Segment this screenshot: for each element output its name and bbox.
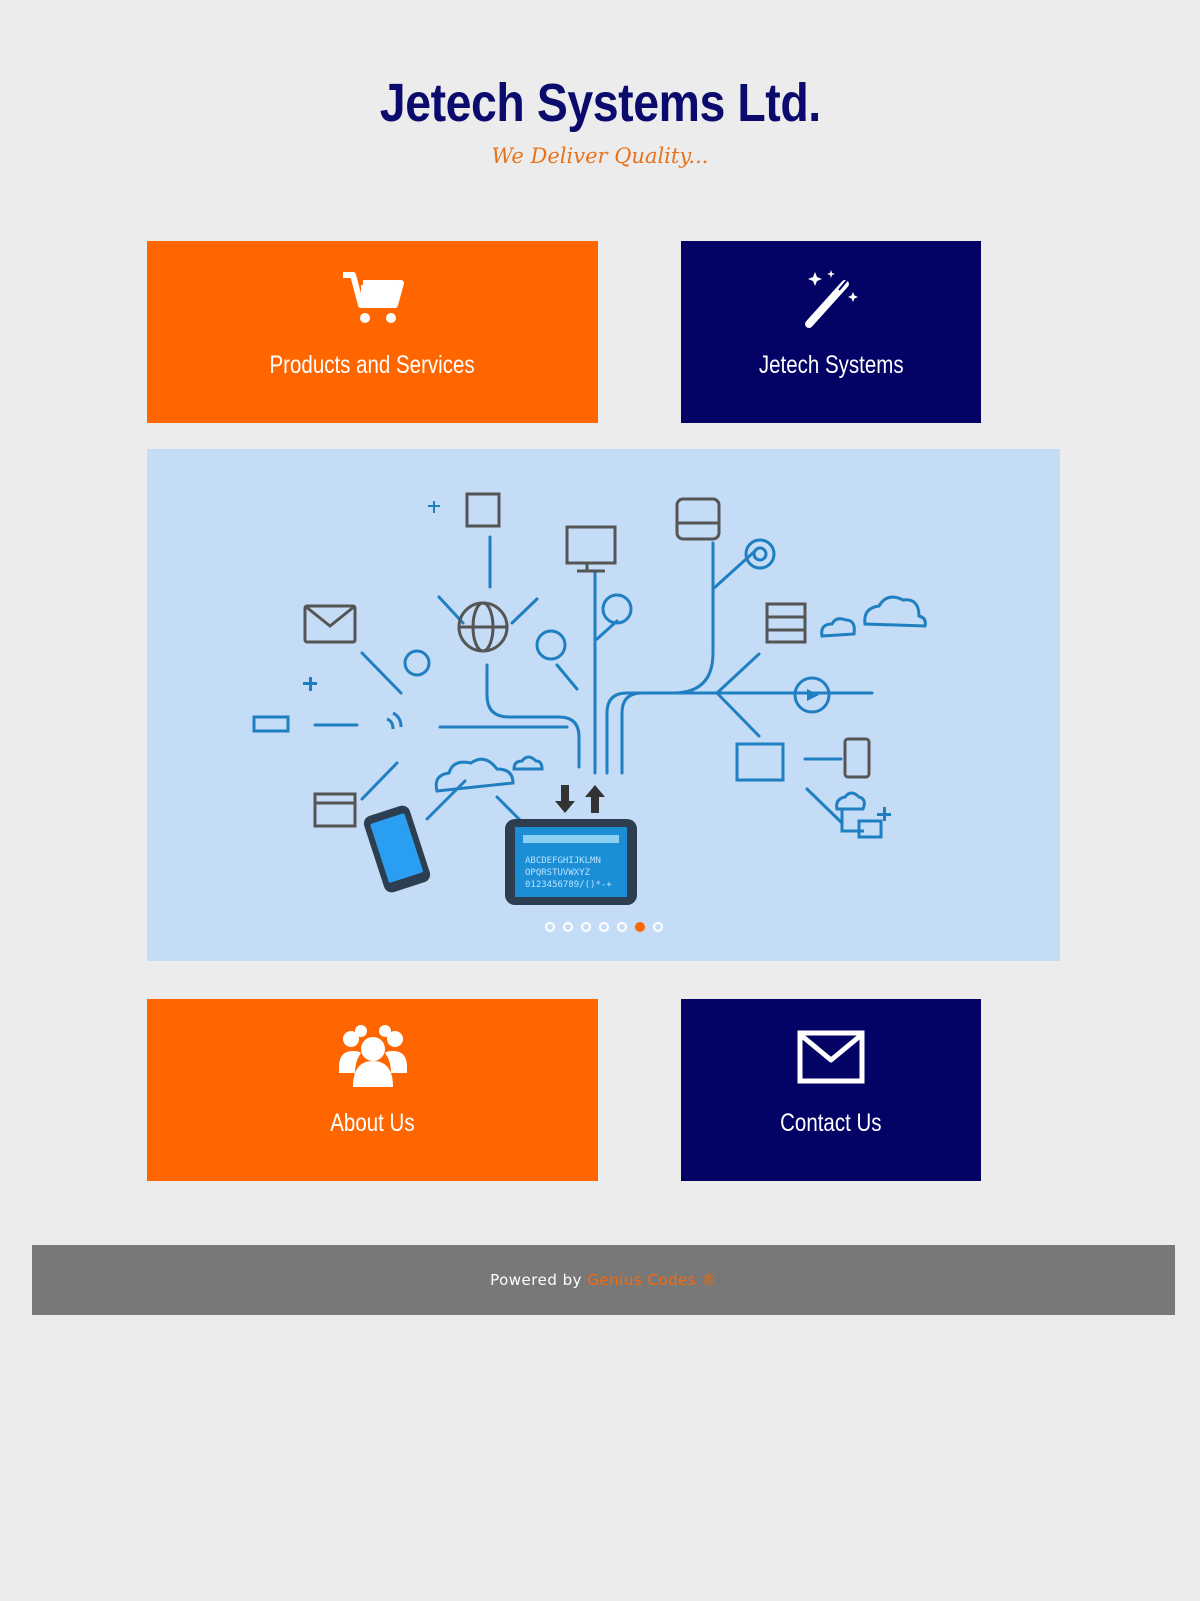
slider-dot[interactable]	[616, 922, 627, 932]
tile-label: Jetech Systems	[758, 351, 904, 379]
slider-pagination	[147, 922, 1060, 936]
site-tagline: We Deliver Quality...	[491, 144, 709, 168]
tablet-line-2: OPQRSTUVWXYZ	[525, 868, 591, 878]
image-slider[interactable]: ABCDEFGHIJKLMN OPQRSTUVWXYZ 0123456789/(…	[147, 449, 1060, 961]
slider-dot[interactable]	[652, 922, 663, 932]
slider-dot[interactable]	[598, 922, 609, 932]
about-us-tile[interactable]: About Us	[147, 999, 598, 1181]
contact-us-tile[interactable]: Contact Us	[681, 999, 981, 1181]
network-illustration: ABCDEFGHIJKLMN OPQRSTUVWXYZ 0123456789/(…	[252, 492, 927, 905]
slider-dot[interactable]	[562, 922, 573, 932]
jetech-systems-tile[interactable]: Jetech Systems	[681, 241, 981, 423]
site-title: Jetech Systems Ltd.	[379, 73, 821, 133]
shopping-cart-icon	[341, 267, 405, 331]
products-and-services-tile[interactable]: Products and Services	[147, 241, 598, 423]
slider-dot[interactable]	[580, 922, 591, 932]
tablet-line-1: ABCDEFGHIJKLMN	[525, 856, 601, 866]
slider-dot[interactable]	[634, 922, 645, 932]
tile-label: Products and Services	[269, 351, 476, 379]
tile-label: Contact Us	[780, 1109, 882, 1137]
footer-brand-link[interactable]: Genius Codes ®	[587, 1271, 717, 1289]
site-footer: Powered by Genius Codes ®	[32, 1245, 1175, 1315]
slider-dot[interactable]	[544, 922, 555, 932]
envelope-icon	[797, 1025, 865, 1089]
tablet-line-3: 0123456789/()*-+	[525, 880, 612, 890]
magic-wand-icon	[801, 267, 861, 331]
users-group-icon	[337, 1025, 409, 1089]
footer-prefix: Powered by	[490, 1271, 583, 1289]
tile-label: About Us	[330, 1109, 415, 1137]
